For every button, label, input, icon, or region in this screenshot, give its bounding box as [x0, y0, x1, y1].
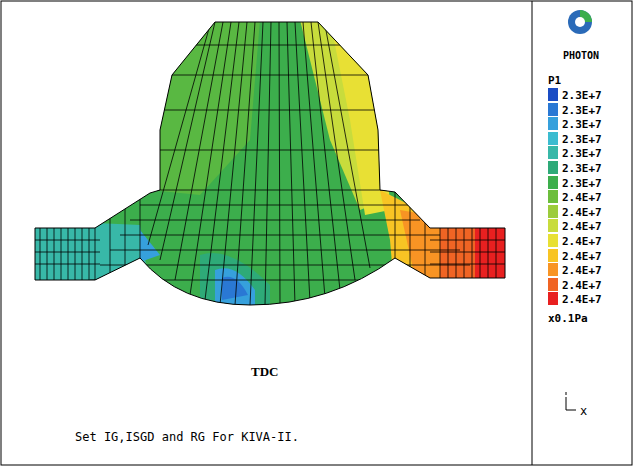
legend-swatch — [548, 249, 558, 262]
legend-value: 2.4E+7 — [562, 206, 602, 219]
legend-value: 2.3E+7 — [562, 133, 602, 146]
legend-value: 2.3E+7 — [562, 177, 602, 190]
legend-value: 2.4E+7 — [562, 191, 602, 204]
legend-swatch — [548, 161, 558, 174]
legend-value: 2.4E+7 — [562, 264, 602, 277]
legend-value: 2.4E+7 — [562, 279, 602, 292]
legend-title: P1 — [548, 74, 561, 87]
legend-swatch — [548, 263, 558, 276]
legend-swatch — [548, 176, 558, 189]
legend-value: 2.3E+7 — [562, 147, 602, 160]
logo-text: PHOTON — [563, 50, 599, 61]
legend-swatch — [548, 103, 558, 116]
unit-label: x0.1Pa — [548, 312, 588, 325]
legend-swatch — [548, 146, 558, 159]
legend-value: 2.3E+7 — [562, 89, 602, 102]
axis-label: x — [580, 404, 587, 418]
legend-swatch — [548, 234, 558, 247]
axis-symbol — [566, 392, 576, 410]
legend-swatch — [548, 292, 558, 305]
note-text: Set IG,ISGD and RG For KIVA-II. — [75, 430, 299, 444]
legend-swatch — [548, 205, 558, 218]
legend-value: 2.4E+7 — [562, 250, 602, 263]
legend-swatch — [548, 132, 558, 145]
stage-label: TDC — [251, 364, 278, 380]
legend-value: 2.4E+7 — [562, 235, 602, 248]
legend-value: 2.3E+7 — [562, 162, 602, 175]
legend-swatch — [548, 278, 558, 291]
photon-logo — [568, 10, 592, 34]
legend-swatch — [548, 88, 558, 101]
legend-value: 2.3E+7 — [562, 104, 602, 117]
legend-value: 2.3E+7 — [562, 118, 602, 131]
legend-swatch — [548, 219, 558, 232]
legend-value: 2.4E+7 — [562, 220, 602, 233]
legend-value: 2.4E+7 — [562, 293, 602, 306]
legend-swatch — [548, 117, 558, 130]
legend-swatch — [548, 190, 558, 203]
